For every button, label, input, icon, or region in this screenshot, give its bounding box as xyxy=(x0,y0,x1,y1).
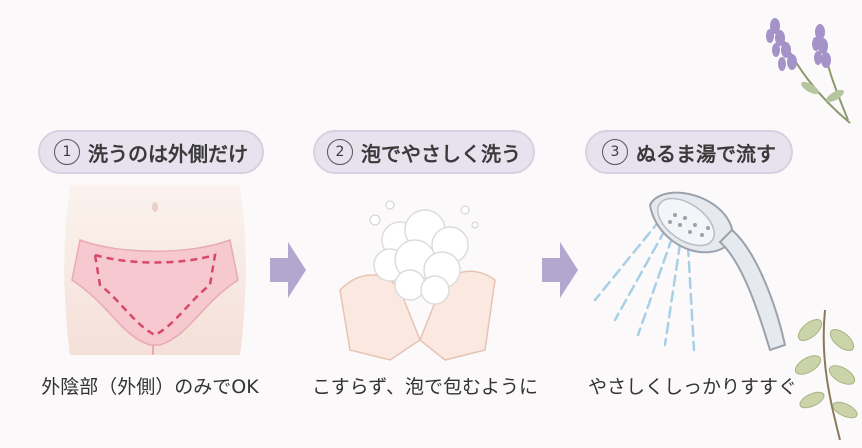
step-number-2: 2 xyxy=(327,139,353,165)
step-1-title: 洗うのは外側だけ xyxy=(88,141,248,166)
arrow-right-icon xyxy=(542,242,578,298)
arrow-right-icon xyxy=(270,242,306,298)
leaf-sprig-decoration xyxy=(794,309,858,441)
step-2-title: 泡でやさしく洗う xyxy=(361,141,521,166)
step-3-title: ぬるま湯で流す xyxy=(636,141,776,166)
lower-body-illustration xyxy=(64,185,246,355)
step-1-caption: 外陰部（外側）のみでOK xyxy=(41,376,259,398)
step-3-caption: やさしくしっかりすすぐ xyxy=(587,376,797,398)
step-2-caption: こすらず、泡で包むように xyxy=(312,376,538,398)
step-3-title-pill: 3 ぬるま湯で流す xyxy=(585,130,793,174)
step-2-title-pill: 2 泡でやさしく洗う xyxy=(313,130,535,174)
step-number-1: 1 xyxy=(54,139,80,165)
step-number-3: 3 xyxy=(602,139,628,165)
lavender-sprig-decoration xyxy=(766,18,851,124)
step-1-title-pill: 1 洗うのは外側だけ xyxy=(38,130,264,174)
shower-head-illustration xyxy=(593,191,787,352)
hands-with-foam-illustration xyxy=(339,200,496,361)
